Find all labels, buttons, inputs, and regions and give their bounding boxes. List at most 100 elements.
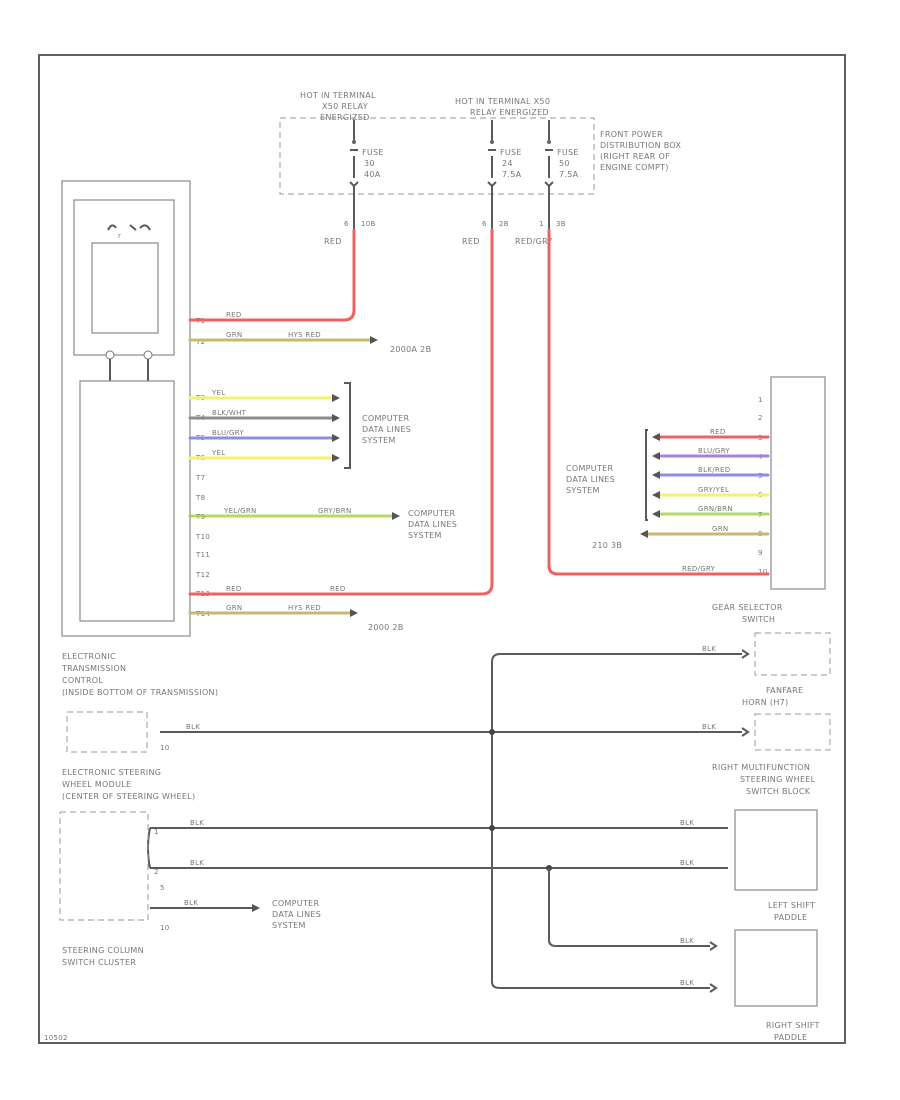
rmfs-label-3: SWITCH BLOCK — [746, 787, 811, 796]
wire-t5-label: BLU/GRY — [212, 429, 244, 437]
fanfare-horn: FANFARE HORN (H7) — [741, 632, 831, 751]
wire-t6-label: YEL — [211, 449, 226, 457]
esw-component: ELECTRONIC STEERING WHEEL MODULE (CENTER… — [62, 711, 195, 801]
gear-arrow-5 — [652, 510, 660, 518]
arrow-t3 — [332, 394, 340, 402]
bus-lsp — [548, 868, 710, 947]
scsc-pin: 2 — [154, 868, 159, 876]
horn-outline — [754, 713, 831, 751]
bus-label-rsp: BLK — [680, 979, 694, 987]
left-shift-paddle: LEFT SHIFT PADDLE — [709, 901, 818, 1007]
fuse1-symbol — [349, 120, 359, 188]
wire-t14-label-b: HYS RED — [288, 604, 321, 612]
arrow-t14 — [350, 609, 358, 617]
lsp-label-1: LEFT SHIFT — [768, 901, 815, 910]
gear-bracket — [645, 429, 648, 521]
bus-label: BLK — [680, 819, 694, 827]
scsc-label-1: STEERING COLUMN — [62, 946, 144, 955]
cdls3-line3: SYSTEM — [566, 486, 600, 495]
cdls3-line1: COMPUTER — [566, 464, 614, 473]
tcm-lower — [79, 380, 175, 622]
fuse3-node — [547, 140, 551, 144]
scsc-component: 1 2 5 10 STEERING COLUMN SWITCH CLUSTER — [59, 811, 169, 967]
wire-t13-red — [188, 228, 494, 596]
feed3-color: RED/GRY — [515, 237, 553, 246]
lsp-box — [734, 929, 818, 1007]
wire-t9-label-b: GRY/BRN — [318, 507, 351, 515]
horn-label-2: HORN (H7) — [742, 698, 788, 707]
bus-label-esw: BLK — [186, 723, 200, 731]
bus-label: BLK — [190, 859, 204, 867]
tcm-link-2 — [143, 350, 153, 360]
gear-label-2: SWITCH — [742, 615, 775, 624]
scsc-outline — [59, 811, 149, 921]
wire-t1-label: RED — [226, 311, 242, 319]
fuse3-num: 50 — [559, 159, 570, 168]
tcm-relay-coil — [91, 242, 159, 334]
fuse3-amp: 7.5A — [559, 170, 579, 179]
bus-label: BLK — [190, 819, 204, 827]
fuse1-num: 30 — [364, 159, 375, 168]
fuse1-amp: 40A — [364, 170, 381, 179]
tcm-links — [109, 359, 149, 381]
pin-fuse1: 6 — [344, 220, 349, 228]
horn-top-outline — [754, 632, 831, 676]
rsp-jack — [709, 983, 718, 993]
arrow-t5 — [332, 434, 340, 442]
rmfs-component: RIGHT MULTIFUNCTION STEERING WHEEL SWITC… — [712, 763, 818, 891]
rmfs-box — [734, 809, 818, 891]
tcm-pin: T7 — [195, 474, 205, 482]
gear-arrow-4 — [652, 491, 660, 499]
power-section: HOT IN TERMINAL X50 RELAY ENERGIZED HOT … — [279, 91, 681, 246]
bus-label-lsp: BLK — [680, 937, 694, 945]
fpdb-line3: (RIGHT REAR OF — [600, 152, 670, 161]
esw-pin: 10 — [160, 744, 170, 752]
fuse1-node — [352, 140, 356, 144]
tcm-label-2: TRANSMISSION — [61, 664, 126, 673]
gear-arrow-1 — [652, 433, 660, 441]
rsp-label-1: RIGHT SHIFT — [766, 1021, 820, 1030]
fuse2-node — [490, 140, 494, 144]
scsc-label-2: SWITCH CLUSTER — [62, 958, 136, 967]
arrow-bus-cdls — [252, 904, 260, 912]
ground-ref-c: 210 3B — [592, 541, 622, 550]
wire-t2-label-b: HYS RED — [288, 331, 321, 339]
wire-t4-label: BLK/WHT — [212, 409, 247, 417]
bus-label-horn2: BLK — [702, 723, 716, 731]
diagram-frame — [38, 54, 846, 1044]
wire-t14-label: GRN — [226, 604, 242, 612]
cdls1-line3: SYSTEM — [362, 436, 396, 445]
horn-top-jack — [741, 649, 750, 659]
cdls4-line3: SYSTEM — [272, 921, 306, 930]
hot1-line1: HOT IN TERMINAL — [300, 91, 376, 100]
bus-label: BLK — [680, 859, 694, 867]
cdls4-line2: DATA LINES — [272, 910, 321, 919]
fuse2-amp: 7.5A — [502, 170, 522, 179]
gear-wire-label: RED — [710, 428, 726, 436]
gear-wire-redgry — [547, 228, 770, 576]
bus-label-horn: BLK — [702, 645, 716, 653]
wire-t1-red — [188, 228, 356, 322]
horn-jack — [741, 727, 750, 737]
gear-label-1: GEAR SELECTOR — [712, 603, 783, 612]
cdls2-line1: COMPUTER — [408, 509, 456, 518]
gear-pin: 2 — [758, 414, 763, 422]
arrow-t6 — [332, 454, 340, 462]
rsp-label-2: PADDLE — [774, 1033, 807, 1042]
fuse1-label: FUSE — [362, 148, 384, 157]
arrow-t2 — [370, 336, 378, 344]
gear-selector: 1 2 3 4 5 6 7 8 9 10 RED BLU/GRY BLK/RED… — [547, 228, 826, 624]
tcm-pin: T12 — [195, 571, 210, 579]
cdls2-line3: SYSTEM — [408, 531, 442, 540]
gear-pin: 10 — [758, 568, 768, 576]
gear-arrow-6 — [640, 530, 648, 538]
gear-pin: 1 — [758, 396, 763, 404]
arrow-t9 — [392, 512, 400, 520]
fuse3-symbol — [544, 120, 554, 188]
splice-2 — [489, 825, 495, 831]
tcm-label-4: (INSIDE BOTTOM OF TRANSMISSION) — [62, 688, 218, 697]
gear-arrow-2 — [652, 452, 660, 460]
tcm-pin: T8 — [195, 494, 205, 502]
tcm-pin: T11 — [195, 551, 210, 559]
cdls1-line1: COMPUTER — [362, 414, 410, 423]
